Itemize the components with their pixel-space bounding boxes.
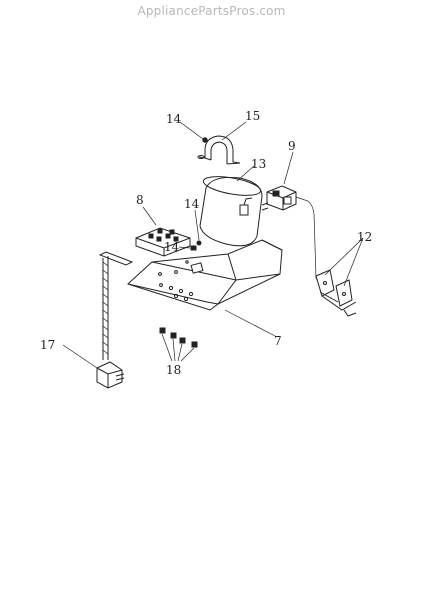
wire [295,196,321,285]
part-label-9: 9 [288,139,296,153]
base-tray-part[interactable] [127,239,283,311]
capacitor-part[interactable] [199,173,263,247]
part-label-7: 7 [274,334,282,348]
relay-part[interactable] [261,185,297,211]
leader-lines [62,121,364,371]
part-label-15: 15 [245,109,260,123]
part-label-12: 12 [357,230,372,244]
watermark: AppliancePartsPros.com [137,4,286,18]
part-label-8: 8 [136,193,144,207]
screw-part[interactable] [196,240,202,246]
power-cord-part[interactable] [96,251,134,389]
part-label-17: 17 [40,338,55,352]
part-label-14: 14 [166,112,182,126]
part-label-13: 13 [251,157,266,171]
part-label-14: 14 [184,197,200,211]
screw-part[interactable] [190,245,197,251]
bracket-part[interactable] [315,269,357,317]
screw-part[interactable] [202,137,208,143]
part-label-14: 14 [164,240,180,254]
terminal-block-part[interactable] [135,227,191,257]
clamp-part[interactable] [197,135,241,165]
screw-part[interactable] [159,327,198,348]
part-label-18: 18 [166,363,181,377]
